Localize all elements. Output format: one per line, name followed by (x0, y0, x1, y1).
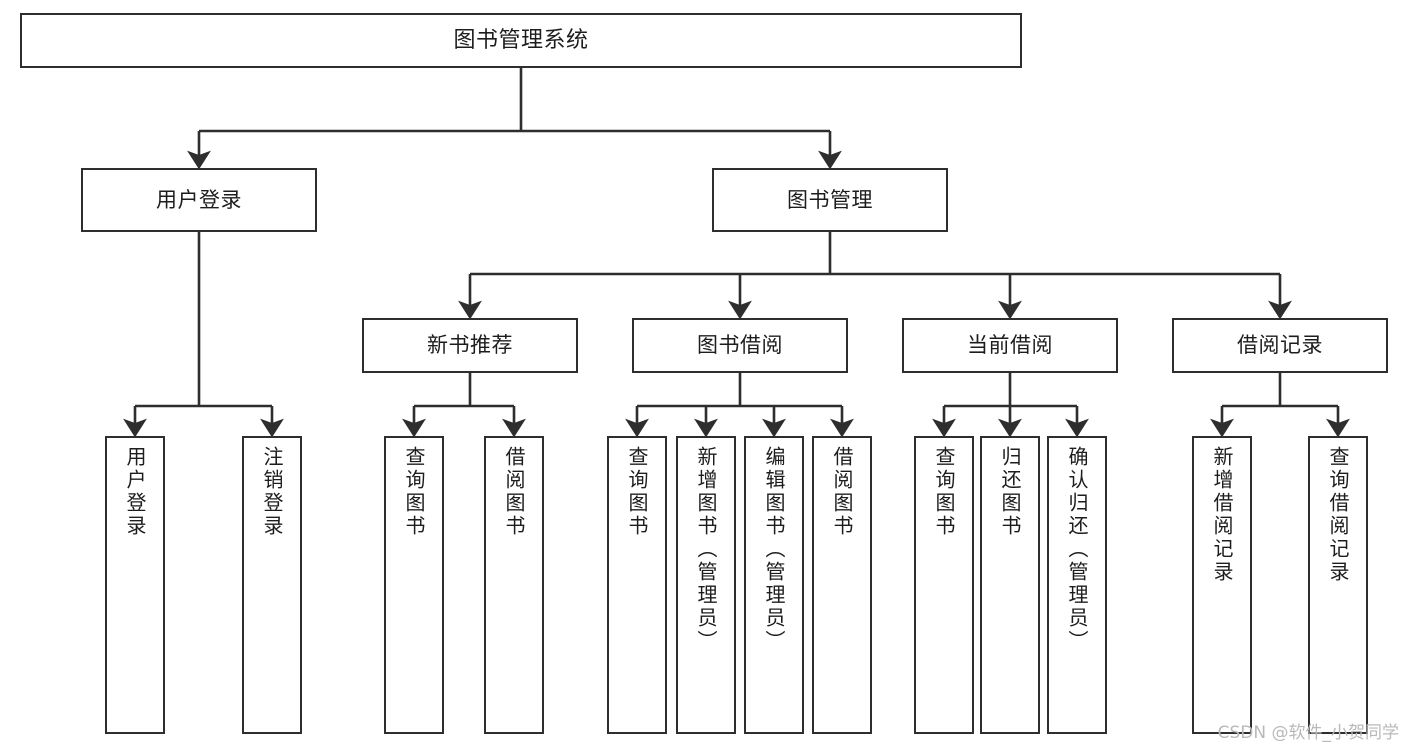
node-new-book-recommend[interactable]: 新书推荐 (362, 318, 578, 373)
node-leaf-edit-book-admin[interactable]: 编辑图书（管理员） (744, 436, 804, 734)
node-current-borrow[interactable]: 当前借阅 (902, 318, 1118, 373)
node-leaf-return-book[interactable]: 归还图书 (980, 436, 1040, 734)
node-leaf-query-book-borrow[interactable]: 查询图书 (607, 436, 667, 734)
node-leaf-user-login[interactable]: 用户登录 (105, 436, 165, 734)
node-label: 编辑图书（管理员） (762, 446, 786, 653)
node-label: 用户登录 (123, 446, 147, 538)
node-label: 借阅图书 (830, 446, 854, 538)
node-label: 注销登录 (260, 446, 284, 538)
node-root-book-management-system[interactable]: 图书管理系统 (20, 13, 1022, 68)
node-leaf-borrow-book[interactable]: 借阅图书 (812, 436, 872, 734)
node-label: 用户登录 (156, 187, 242, 212)
node-label: 图书管理 (787, 187, 873, 212)
node-book-borrow[interactable]: 图书借阅 (632, 318, 848, 373)
node-label: 图书借阅 (697, 333, 783, 358)
node-leaf-borrow-book-recommend[interactable]: 借阅图书 (484, 436, 544, 734)
node-label: 新增图书（管理员） (694, 446, 718, 653)
node-label: 查询图书 (625, 446, 649, 538)
csdn-watermark: CSDN @软件_小贺同学 (1217, 723, 1399, 743)
node-leaf-query-borrow-record[interactable]: 查询借阅记录 (1308, 436, 1368, 734)
node-label: 图书管理系统 (453, 27, 589, 53)
node-label: 查询图书 (932, 446, 956, 538)
node-leaf-query-book-recommend[interactable]: 查询图书 (384, 436, 444, 734)
node-label: 借阅图书 (502, 446, 526, 538)
node-leaf-add-book-admin[interactable]: 新增图书（管理员） (676, 436, 736, 734)
node-label: 新书推荐 (427, 333, 513, 358)
node-borrow-record[interactable]: 借阅记录 (1172, 318, 1388, 373)
node-label: 归还图书 (998, 446, 1022, 538)
node-leaf-confirm-return-admin[interactable]: 确认归还（管理员） (1047, 436, 1107, 734)
node-label: 新增借阅记录 (1210, 446, 1234, 584)
node-leaf-query-book-current[interactable]: 查询图书 (914, 436, 974, 734)
node-label: 确认归还（管理员） (1065, 446, 1089, 653)
node-user-login[interactable]: 用户登录 (81, 168, 317, 232)
node-leaf-add-borrow-record[interactable]: 新增借阅记录 (1192, 436, 1252, 734)
node-label: 借阅记录 (1237, 333, 1323, 358)
node-leaf-logout[interactable]: 注销登录 (242, 436, 302, 734)
node-label: 当前借阅 (967, 333, 1053, 358)
node-label: 查询借阅记录 (1326, 446, 1350, 584)
node-label: 查询图书 (402, 446, 426, 538)
node-book-management[interactable]: 图书管理 (712, 168, 948, 232)
